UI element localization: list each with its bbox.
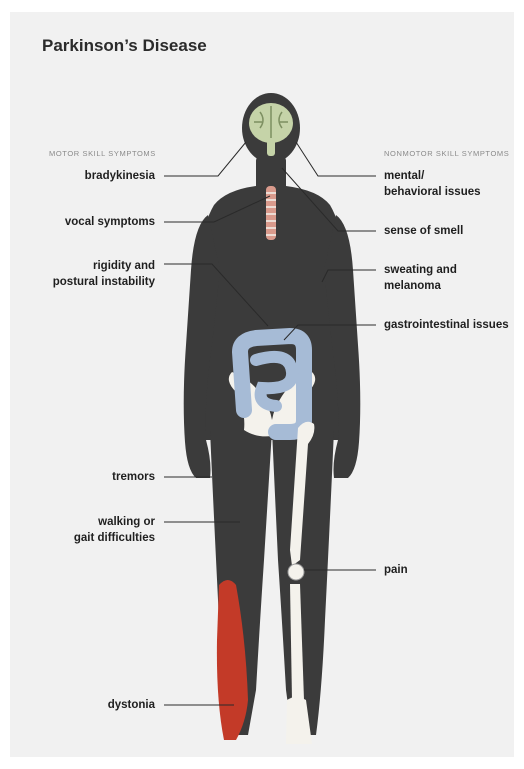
nonmotor-symptom-sweating: sweating and melanoma (384, 262, 457, 294)
motor-symptom-dystonia: dystonia (108, 697, 155, 713)
motor-symptom-walking: walking or gait difficulties (74, 514, 155, 546)
nonmotor-symptom-smell: sense of smell (384, 223, 463, 239)
motor-symptom-rigidity: rigidity and postural instability (53, 258, 155, 290)
motor-symptom-bradykinesia: bradykinesia (85, 168, 155, 184)
motor-symptom-vocal: vocal symptoms (65, 214, 155, 230)
trachea-shape (266, 186, 276, 240)
nonmotor-symptom-mental: mental/ behavioral issues (384, 168, 481, 200)
motor-symptom-tremors: tremors (112, 469, 155, 485)
nonmotor-symptom-gastrointestinal: gastrointestinal issues (384, 317, 509, 333)
nonmotor-symptom-pain: pain (384, 562, 408, 578)
